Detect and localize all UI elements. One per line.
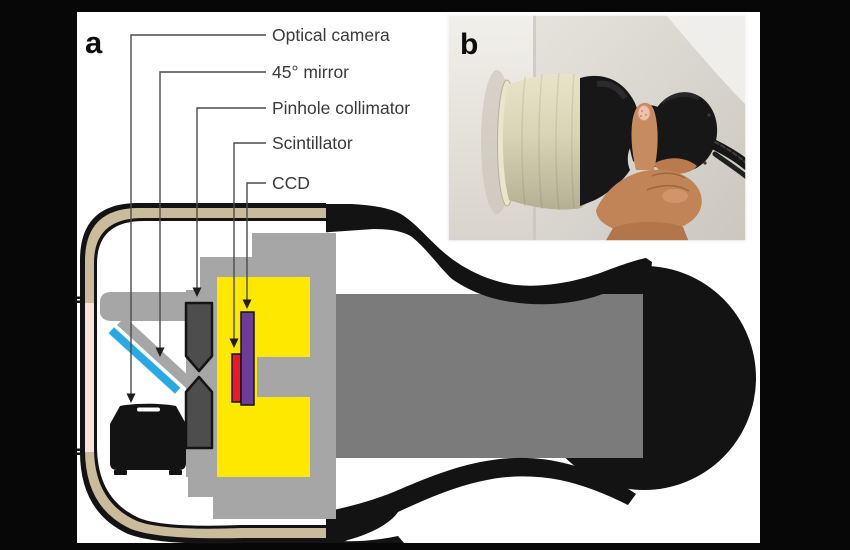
leader-optical-camera (130, 34, 266, 394)
panel-letter-b: b (460, 28, 478, 61)
shell-window (85, 303, 94, 452)
photo-knuckle-highlight (662, 189, 688, 203)
body-bottom-step-1 (188, 477, 336, 497)
photo-finger-creases (646, 172, 690, 192)
photo-rear-bulb (648, 92, 718, 172)
arrowhead-scintillator (229, 338, 239, 348)
label-pinhole-collimator: Pinhole collimator (272, 98, 410, 118)
panel-b-photo: b (446, 13, 748, 243)
panel-letter-a: a (85, 25, 103, 60)
photo-black-bulge (580, 75, 639, 206)
photo-palm (596, 169, 702, 237)
handle-interior (336, 294, 643, 458)
photo-bulb-highlight (659, 92, 701, 105)
photo-bulb-screw-bottom (703, 161, 707, 165)
photo-nail-speckles (640, 110, 647, 117)
photo-hand (596, 102, 702, 242)
collimator-top-half (184, 301, 214, 373)
leader-ccd (246, 182, 266, 300)
photo-thumbnail (637, 105, 651, 121)
mirror-45-shape (107, 325, 182, 396)
photo-content (447, 14, 747, 242)
photo-thumb (631, 102, 658, 170)
optical-camera-shape (110, 403, 186, 475)
camera-top-slit (137, 407, 160, 412)
arrowhead-ccd (242, 299, 252, 309)
leader-scintillator (233, 142, 266, 339)
arrowhead-mirror-45 (155, 347, 165, 357)
leader-mirror-45 (159, 71, 266, 348)
photo-bulb-screw-top (707, 113, 711, 117)
periscope-arm (100, 292, 192, 321)
window-tick-marks (75, 296, 84, 455)
ccd-shape (240, 311, 255, 406)
panel-a-schematic: Optical camera 45° mirror Pinhole collim… (75, 25, 756, 544)
mirror-backing (117, 317, 204, 398)
camera-foot-right (169, 470, 182, 475)
arrowhead-pinhole-collimator (192, 287, 202, 297)
camera-foot-left (114, 470, 127, 475)
label-mirror-45: 45° mirror (272, 62, 349, 82)
arrowhead-optical-camera (126, 393, 136, 403)
detector-mount-notch (257, 357, 336, 397)
label-ccd: CCD (272, 173, 310, 193)
leader-arrowheads (126, 287, 252, 403)
photo-print-bands (521, 72, 575, 211)
body-bottom-step-2 (213, 497, 336, 519)
photo-cream-shell (502, 73, 591, 210)
photo-frame (446, 13, 748, 243)
leader-lines (130, 34, 266, 394)
photo-bulge-highlight (596, 80, 628, 100)
photo-fabric (665, 14, 747, 106)
leader-pinhole-collimator (196, 107, 266, 288)
photo-wrist (605, 221, 689, 242)
collimator-bottom-half (184, 375, 214, 450)
handle-bottom-band (270, 457, 636, 543)
label-scintillator: Scintillator (272, 133, 353, 153)
scintillator-shape (231, 353, 242, 403)
label-optical-camera: Optical camera (272, 25, 390, 45)
handle-top-band (316, 204, 652, 305)
